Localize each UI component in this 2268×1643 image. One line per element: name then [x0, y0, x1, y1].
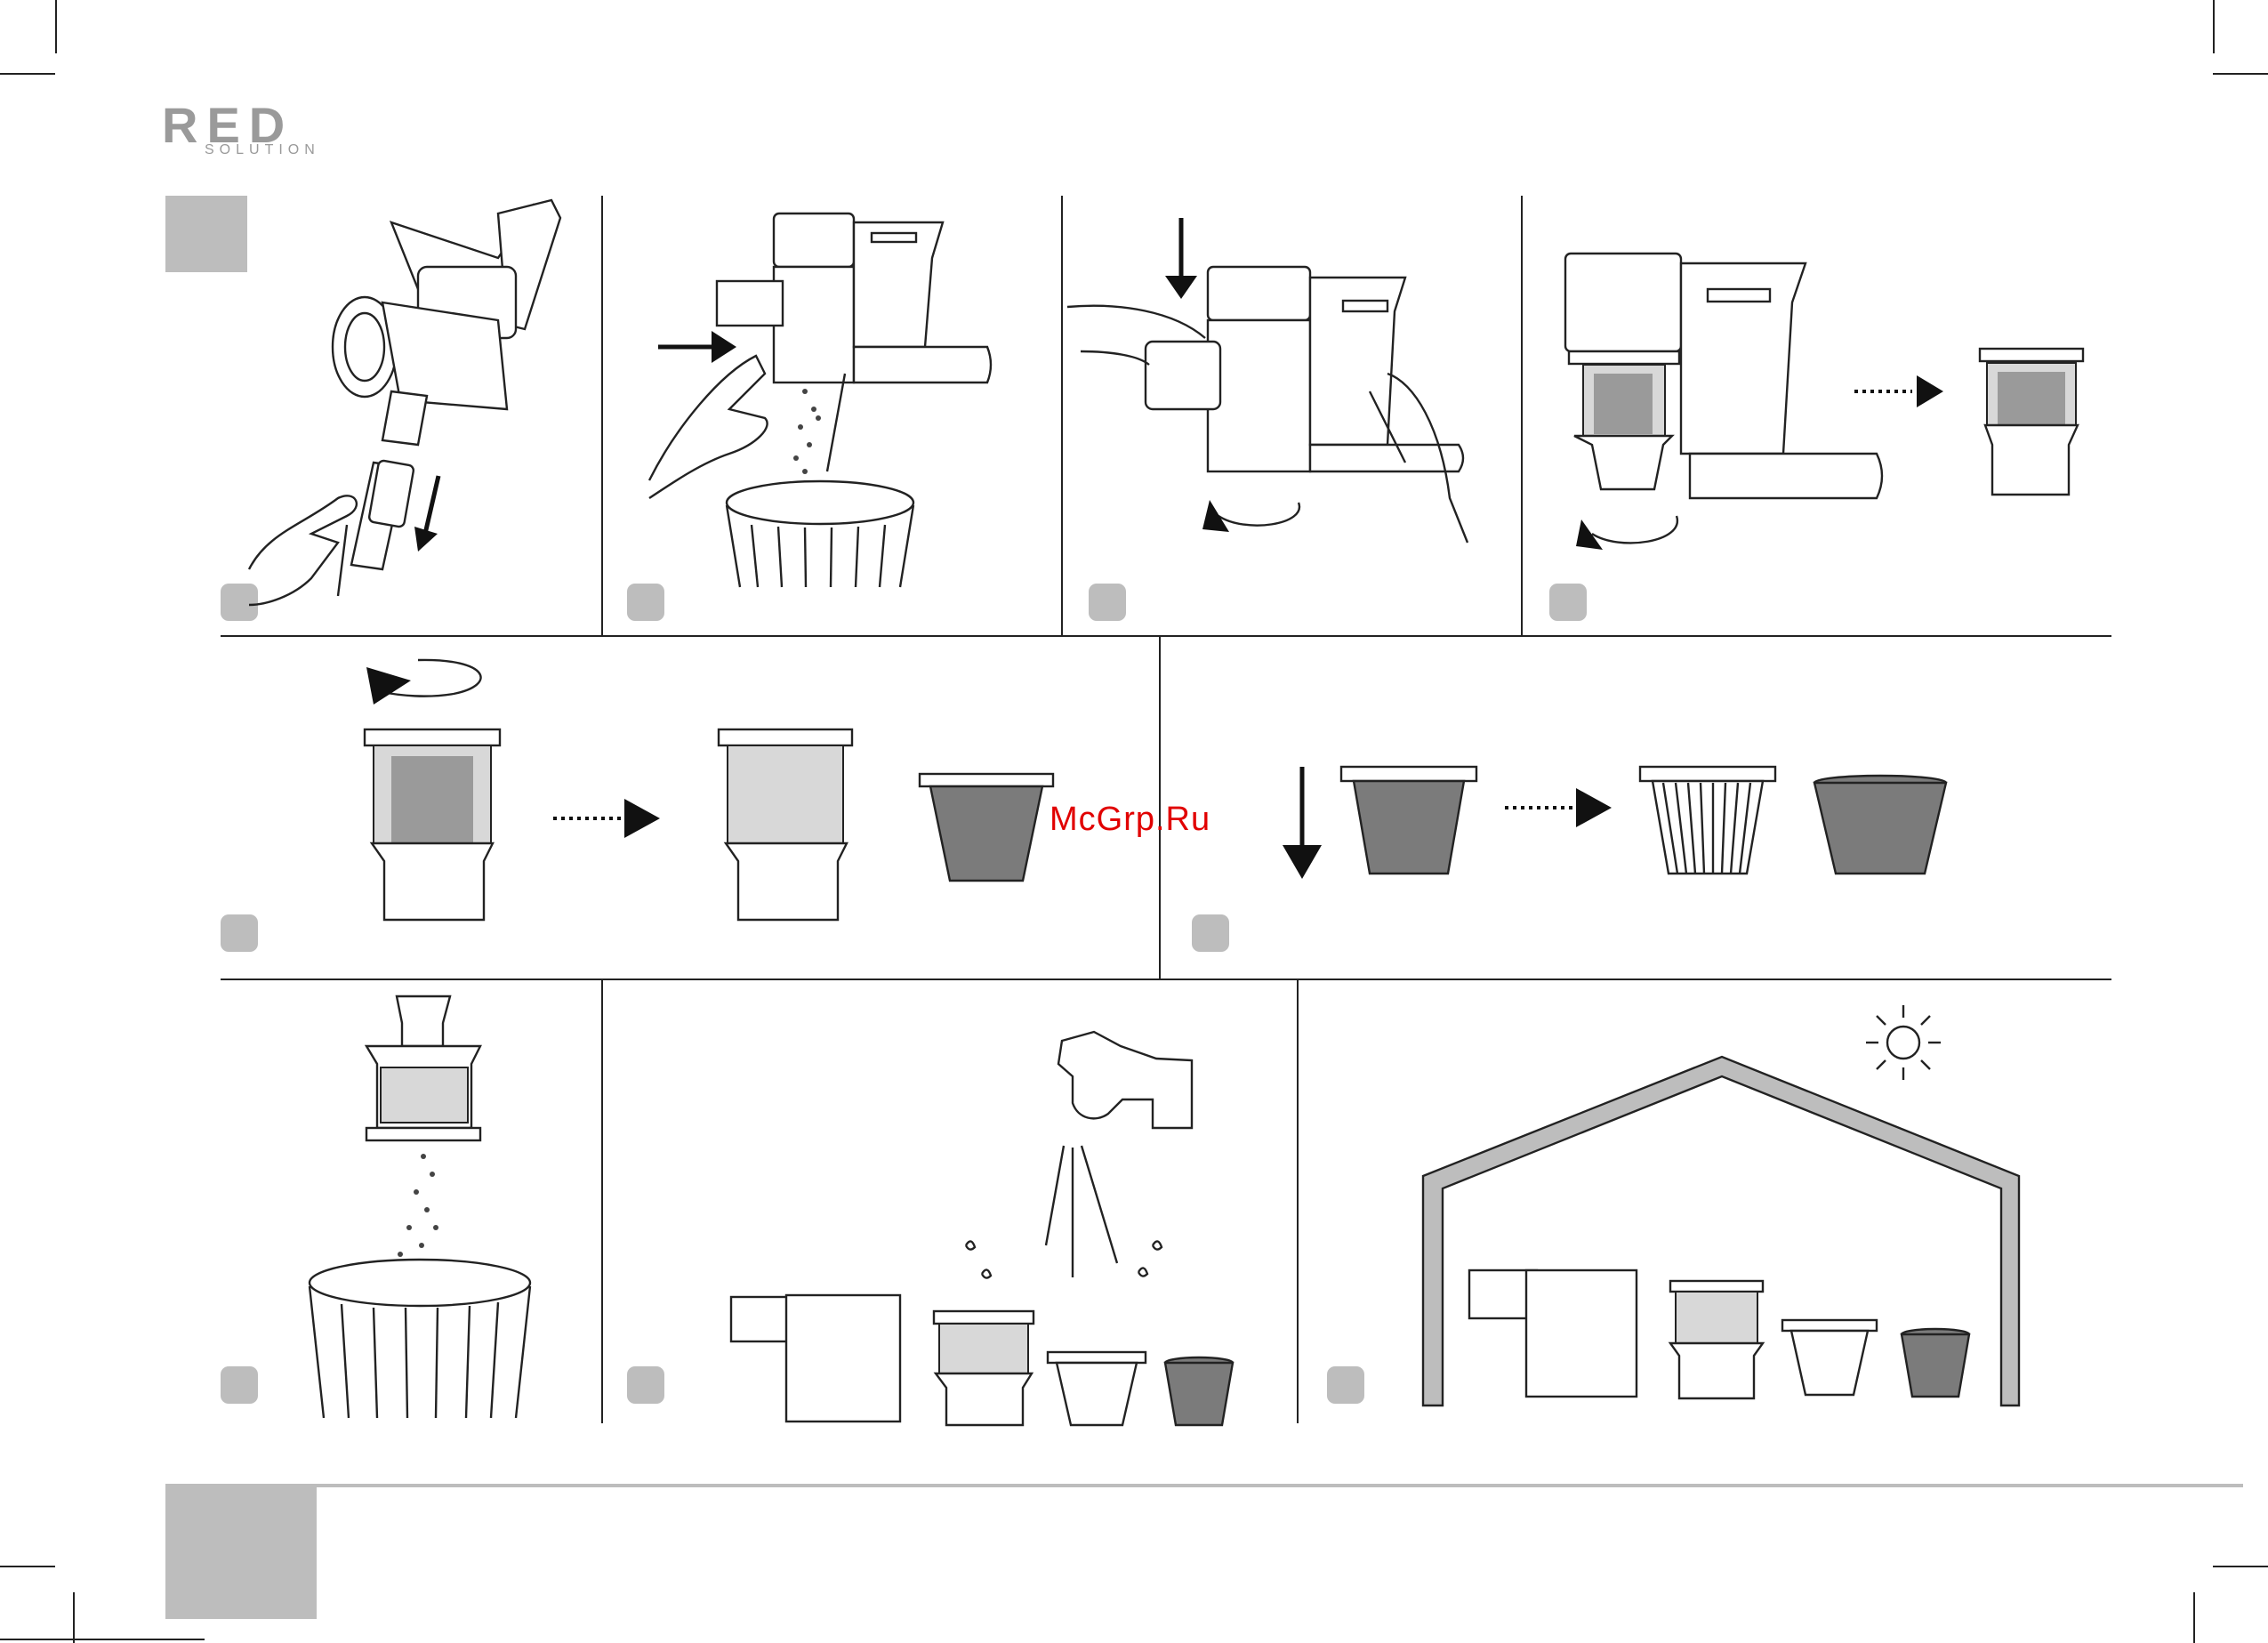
watermark: McGrp.Ru	[1050, 801, 1210, 839]
